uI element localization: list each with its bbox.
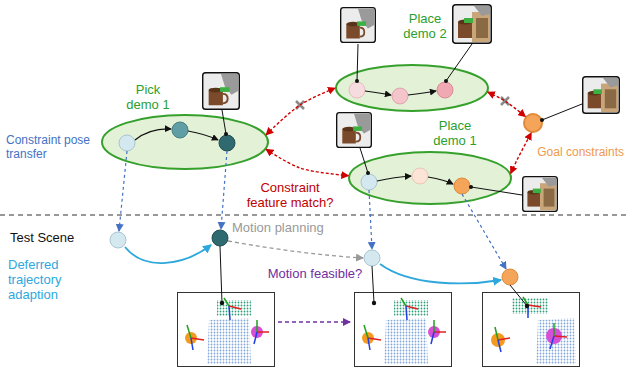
annotation-label: Motion feasible? xyxy=(268,267,363,282)
label-slot: Constraint feature match? xyxy=(242,181,338,211)
constraint-match-arrow xyxy=(266,88,335,135)
outline-shape xyxy=(336,65,488,111)
node-outline xyxy=(523,113,543,133)
constraint-match-arrow xyxy=(488,92,526,116)
label-slot: Motion planning xyxy=(232,221,324,236)
annotation-label: Motion planning xyxy=(232,221,324,236)
label-slot: Constraint pose transfer xyxy=(6,134,96,162)
group-label: Place demo 2 xyxy=(397,12,453,42)
node-outline xyxy=(335,64,489,112)
label-slot: Deferred trajectory adaption xyxy=(8,258,88,303)
label-slot: Motion feasible? xyxy=(268,267,363,282)
annotation-label: Test Scene xyxy=(10,231,74,246)
goal-node: Goal constraints xyxy=(523,113,543,133)
group-label: Goal constraints xyxy=(537,146,624,160)
constraint-match-arrow xyxy=(511,133,532,173)
outline-shape xyxy=(102,115,268,169)
label-slot: Test Scene xyxy=(10,231,74,246)
annotation-label: Constraint feature match? xyxy=(242,181,338,211)
node-outline xyxy=(348,151,512,205)
constraint-match-arrow xyxy=(266,149,348,175)
group-label: Pick demo 1 xyxy=(120,83,176,113)
label-slot: Place demo 2 xyxy=(397,12,453,42)
group-label: Place demo 1 xyxy=(427,119,483,149)
outline-shape xyxy=(349,152,511,204)
label-slot: Goal constraints xyxy=(537,146,624,160)
label-slot: Pick demo 1 xyxy=(120,83,176,113)
annotation-label: Deferred trajectory adaption xyxy=(8,258,88,303)
node-outline xyxy=(101,114,269,170)
annotation-label: Constraint pose transfer xyxy=(6,134,96,162)
label-slot: Place demo 1 xyxy=(427,119,483,149)
outline-shape xyxy=(524,114,542,132)
demo-group: Pick demo 1 xyxy=(101,114,269,170)
demo-group: Place demo 2 xyxy=(335,64,489,112)
demo-group: Place demo 1 xyxy=(348,151,512,205)
